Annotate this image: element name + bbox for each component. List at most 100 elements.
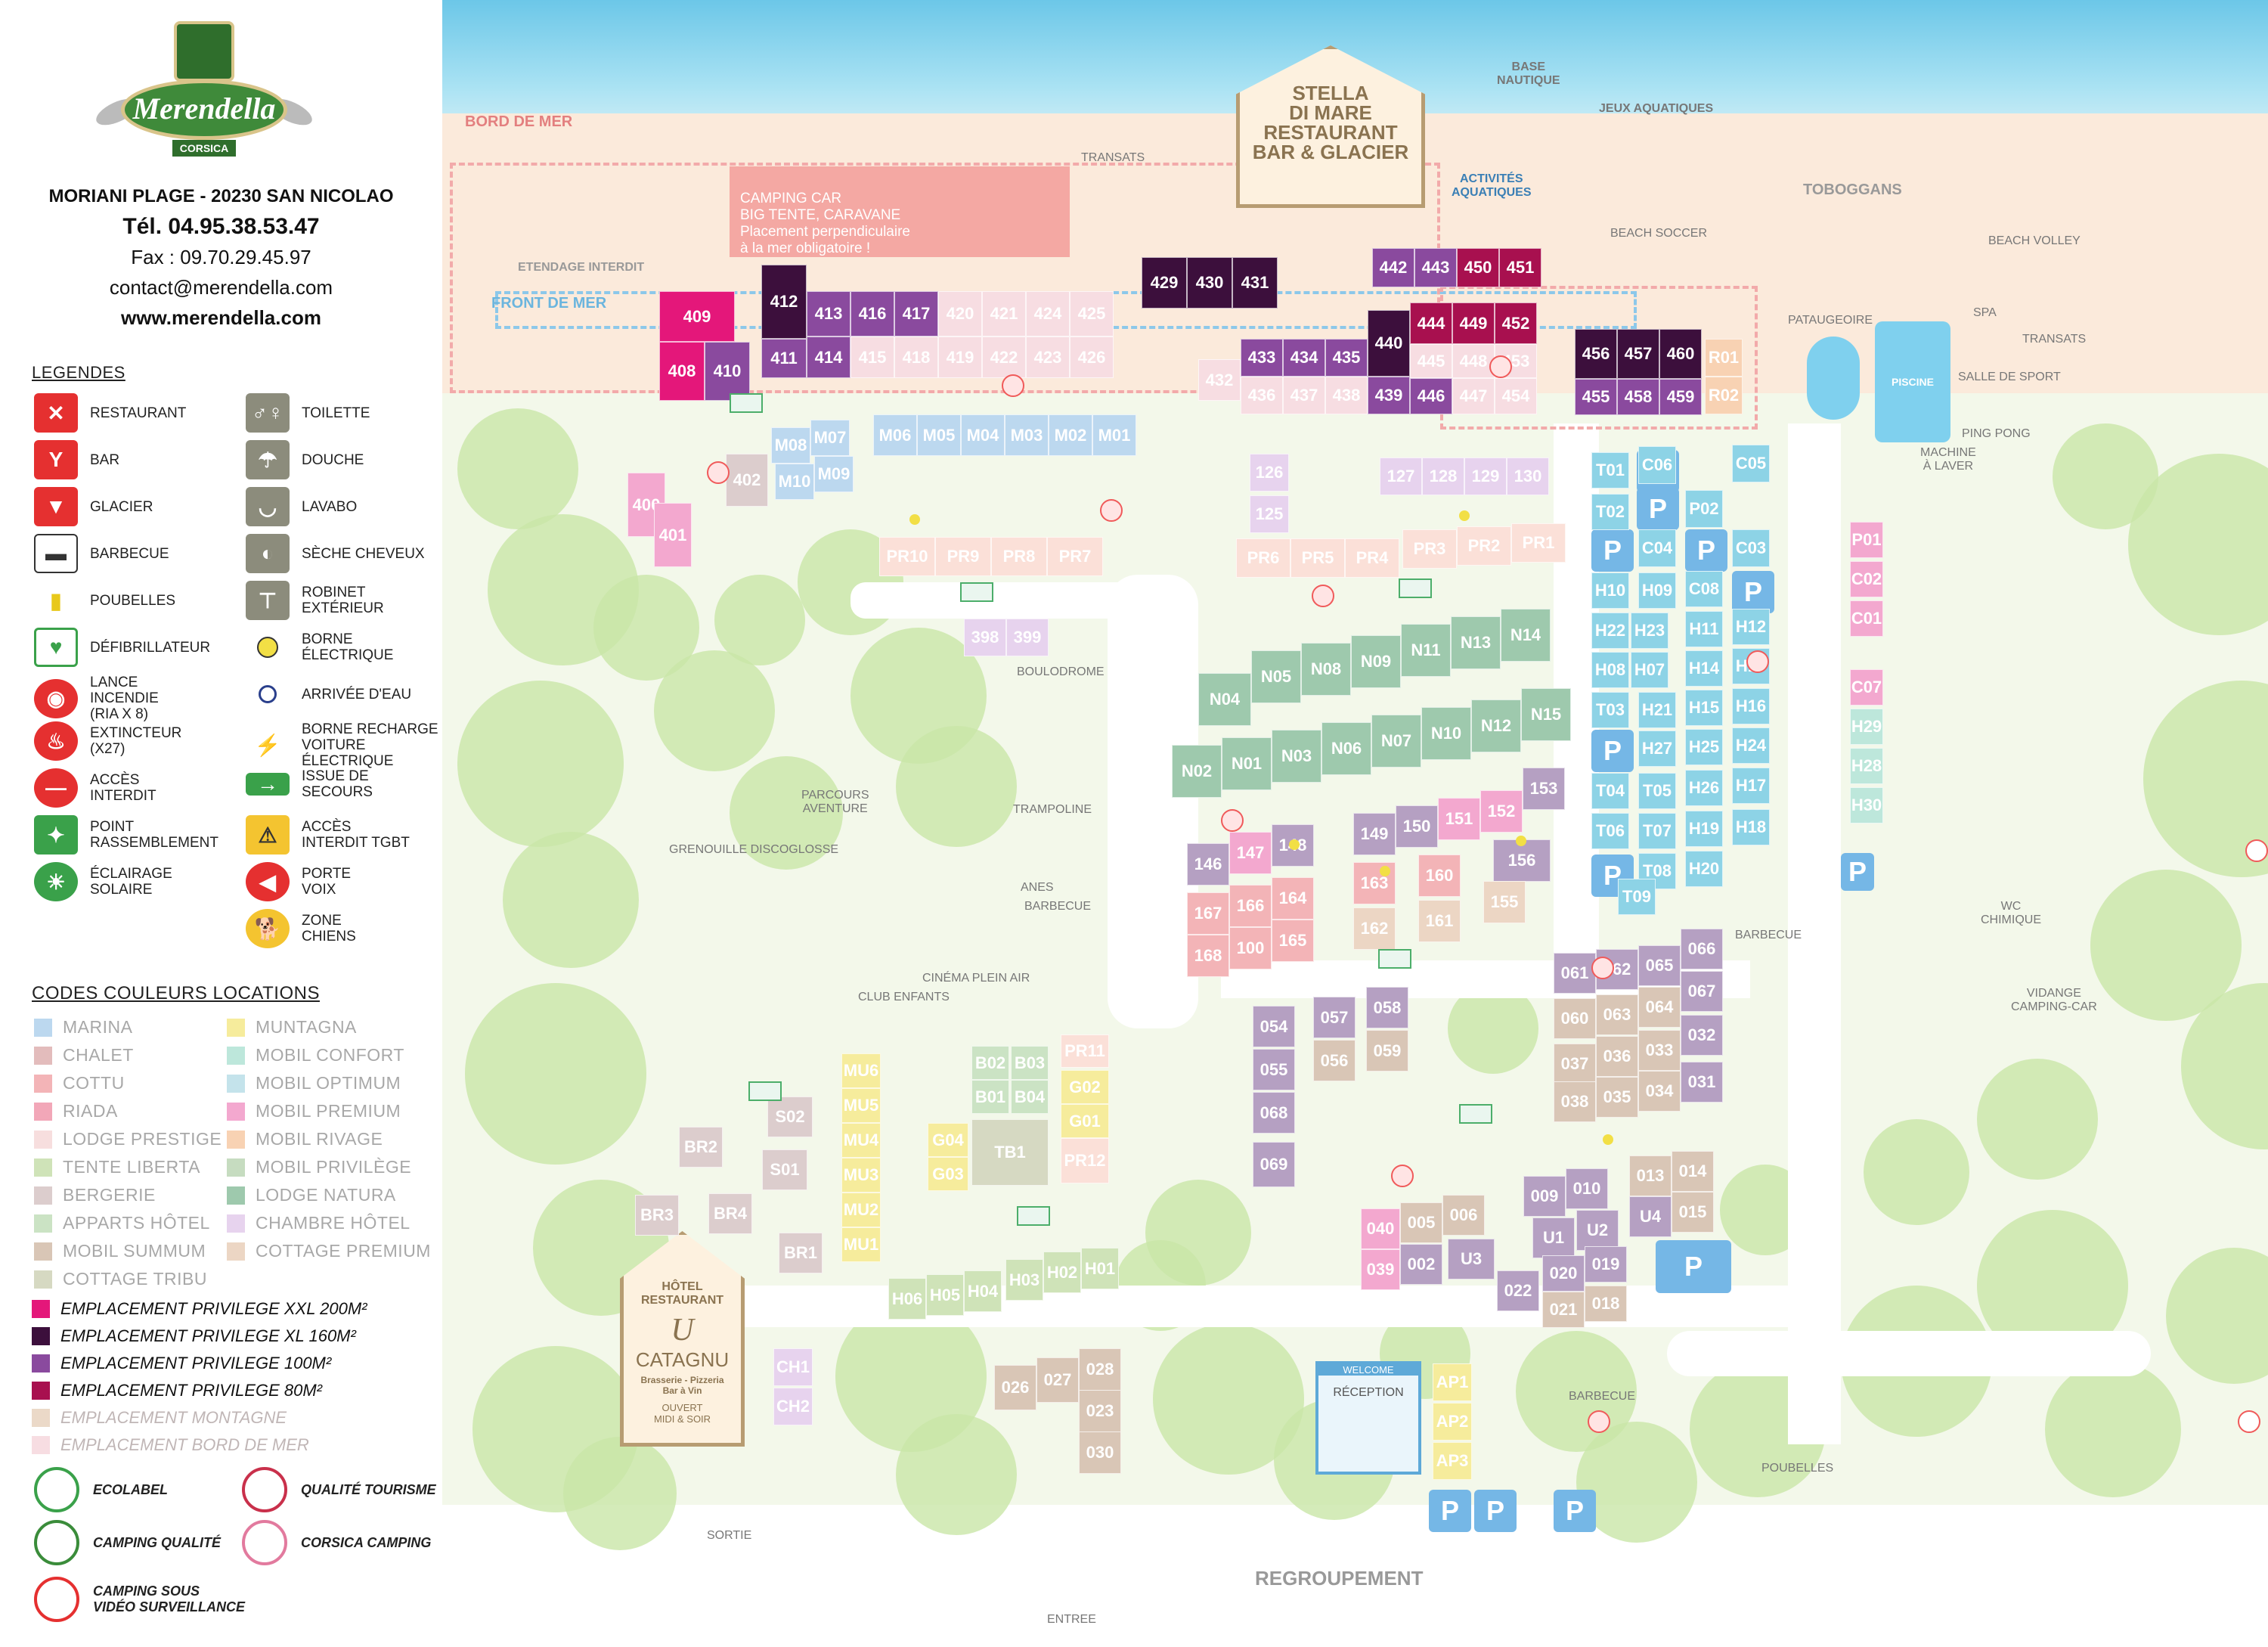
pitch-163[interactable]: 163: [1353, 862, 1396, 904]
pitch-pr12[interactable]: PR12: [1061, 1138, 1109, 1183]
pitch-057[interactable]: 057: [1313, 997, 1356, 1038]
pitch-pr5[interactable]: PR5: [1290, 538, 1345, 578]
pitch-167[interactable]: 167: [1187, 892, 1229, 935]
pitch-152[interactable]: 152: [1480, 790, 1523, 833]
pitch-423[interactable]: 423: [1026, 337, 1070, 378]
pitch-021[interactable]: 021: [1542, 1292, 1585, 1328]
pitch-454[interactable]: 454: [1495, 378, 1537, 414]
pitch-447[interactable]: 447: [1452, 378, 1495, 414]
pitch-pr4[interactable]: PR4: [1345, 538, 1399, 578]
pitch-446[interactable]: 446: [1410, 378, 1452, 414]
pitch-399[interactable]: 399: [1006, 619, 1049, 656]
pitch-pr2[interactable]: PR2: [1457, 526, 1511, 566]
pitch-431[interactable]: 431: [1232, 257, 1278, 309]
parking-icon[interactable]: P: [1685, 529, 1727, 572]
pitch-039[interactable]: 039: [1361, 1249, 1400, 1290]
pitch-165[interactable]: 165: [1272, 920, 1314, 962]
u-catagnu-hotel-restaurant[interactable]: HÔTEL RESTAURANT U CATAGNU Brasserie - P…: [620, 1231, 745, 1447]
pitch-h25[interactable]: H25: [1685, 729, 1723, 765]
pitch-g01[interactable]: G01: [1061, 1104, 1109, 1138]
pitch-032[interactable]: 032: [1681, 1015, 1723, 1056]
pitch-h19[interactable]: H19: [1685, 811, 1723, 847]
pitch-128[interactable]: 128: [1422, 458, 1464, 495]
pitch-015[interactable]: 015: [1672, 1192, 1714, 1233]
pitch-n15[interactable]: N15: [1521, 688, 1571, 741]
pitch-mu2[interactable]: MU2: [841, 1193, 881, 1227]
pitch-t06[interactable]: T06: [1591, 813, 1629, 849]
pitch-035[interactable]: 035: [1596, 1077, 1638, 1118]
pitch-mu5[interactable]: MU5: [841, 1088, 881, 1123]
pitch-063[interactable]: 063: [1596, 994, 1638, 1035]
pitch-150[interactable]: 150: [1396, 805, 1438, 848]
pitch-027[interactable]: 027: [1036, 1357, 1079, 1403]
pitch-066[interactable]: 066: [1681, 929, 1723, 969]
pitch-068[interactable]: 068: [1253, 1092, 1295, 1134]
pitch-pr3[interactable]: PR3: [1402, 529, 1457, 569]
pitch-451[interactable]: 451: [1499, 248, 1541, 287]
pitch-h23[interactable]: H23: [1631, 613, 1668, 649]
pitch-420[interactable]: 420: [938, 291, 982, 337]
pitch-010[interactable]: 010: [1566, 1168, 1608, 1209]
pitch-h29[interactable]: H29: [1850, 709, 1883, 745]
pitch-067[interactable]: 067: [1681, 971, 1723, 1012]
pitch-036[interactable]: 036: [1596, 1036, 1638, 1077]
pitch-r01[interactable]: R01: [1705, 339, 1743, 377]
pitch-ap2[interactable]: AP2: [1433, 1403, 1472, 1441]
email-link[interactable]: contact@merendella.com: [109, 276, 333, 299]
pitch-410[interactable]: 410: [705, 342, 750, 401]
pitch-t09[interactable]: T09: [1618, 879, 1656, 915]
pitch-415[interactable]: 415: [850, 337, 894, 378]
pitch-g04[interactable]: G04: [928, 1123, 968, 1157]
pitch-060[interactable]: 060: [1554, 998, 1596, 1039]
pitch-ap1[interactable]: AP1: [1433, 1363, 1472, 1401]
pitch-020[interactable]: 020: [1542, 1255, 1585, 1292]
pitch-034[interactable]: 034: [1638, 1071, 1681, 1112]
pitch-037[interactable]: 037: [1554, 1044, 1596, 1084]
parking-icon[interactable]: P: [1841, 853, 1874, 891]
pitch-t02[interactable]: T02: [1591, 494, 1629, 530]
pitch-430[interactable]: 430: [1187, 257, 1232, 309]
pitch-455[interactable]: 455: [1575, 379, 1617, 415]
pitch-h28[interactable]: H28: [1850, 748, 1883, 784]
pitch-130[interactable]: 130: [1507, 458, 1549, 495]
pitch-br1[interactable]: BR1: [779, 1233, 823, 1273]
reception-building[interactable]: WELCOME RÉCEPTION: [1315, 1361, 1421, 1475]
pitch-tb1[interactable]: TB1: [971, 1119, 1049, 1186]
pitch-002[interactable]: 002: [1400, 1244, 1442, 1285]
pitch-442[interactable]: 442: [1372, 248, 1414, 287]
pitch-c07[interactable]: C07: [1850, 669, 1883, 706]
pitch-g03[interactable]: G03: [928, 1157, 968, 1191]
pitch-013[interactable]: 013: [1629, 1155, 1672, 1196]
pitch-ch1[interactable]: CH1: [773, 1348, 813, 1386]
pitch-432[interactable]: 432: [1198, 359, 1241, 401]
pitch-c01[interactable]: C01: [1850, 600, 1883, 637]
parking-icon[interactable]: P: [1591, 730, 1634, 772]
pitch-pr1[interactable]: PR1: [1511, 523, 1566, 563]
pitch-h06[interactable]: H06: [888, 1278, 926, 1320]
pitch-424[interactable]: 424: [1026, 291, 1070, 337]
pitch-443[interactable]: 443: [1414, 248, 1457, 287]
pitch-028[interactable]: 028: [1079, 1348, 1121, 1391]
pitch-pr9[interactable]: PR9: [935, 537, 991, 576]
pitch-n13[interactable]: N13: [1451, 616, 1501, 669]
pitch-n05[interactable]: N05: [1251, 650, 1301, 703]
pitch-n01[interactable]: N01: [1222, 737, 1272, 790]
pitch-425[interactable]: 425: [1070, 291, 1114, 337]
pitch-n10[interactable]: N10: [1421, 707, 1471, 760]
pitch-u3[interactable]: U3: [1448, 1239, 1495, 1279]
pitch-mu4[interactable]: MU4: [841, 1123, 881, 1158]
pitch-100[interactable]: 100: [1229, 927, 1272, 969]
pitch-065[interactable]: 065: [1638, 945, 1681, 986]
pitch-061[interactable]: 061: [1554, 953, 1596, 994]
pitch-h14[interactable]: H14: [1685, 650, 1723, 687]
pitch-m04[interactable]: M04: [961, 414, 1005, 456]
pitch-452[interactable]: 452: [1495, 302, 1537, 344]
pitch-ch2[interactable]: CH2: [773, 1388, 813, 1425]
pitch-460[interactable]: 460: [1659, 329, 1702, 379]
pitch-pr8[interactable]: PR8: [991, 537, 1047, 576]
pitch-402[interactable]: 402: [726, 454, 768, 507]
pitch-h22[interactable]: H22: [1591, 613, 1629, 649]
pitch-t07[interactable]: T07: [1638, 813, 1676, 849]
pitch-161[interactable]: 161: [1418, 900, 1461, 942]
pitch-m03[interactable]: M03: [1005, 414, 1049, 456]
